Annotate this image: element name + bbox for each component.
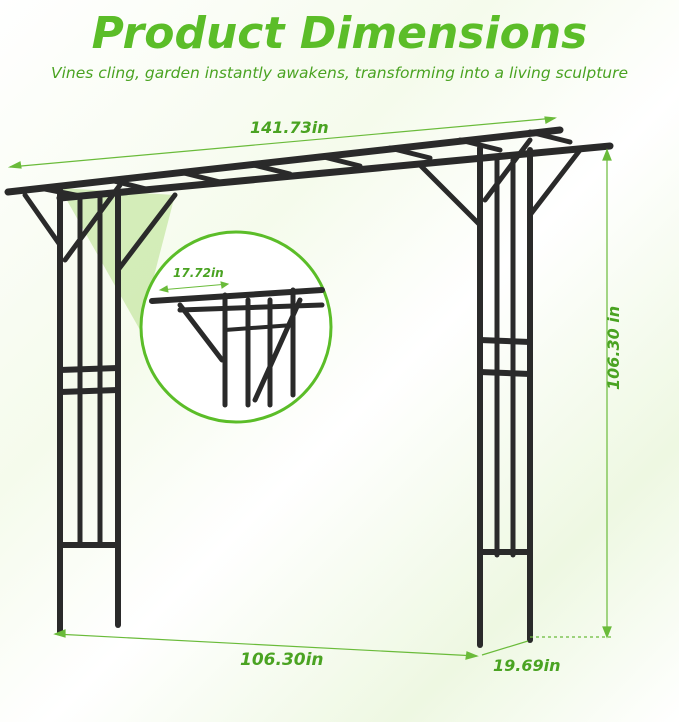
arch-frame bbox=[4, 126, 614, 648]
top-width-label: 17.72in bbox=[173, 266, 224, 280]
length-dimension-line bbox=[7, 116, 557, 169]
height-label: 106.30 in bbox=[604, 305, 623, 390]
length-label: 141.73in bbox=[250, 118, 329, 137]
zoom-detail bbox=[139, 230, 333, 424]
page-title: Product Dimensions bbox=[91, 8, 588, 59]
base-depth-label: 19.69in bbox=[493, 656, 561, 675]
page-subtitle: Vines cling, garden instantly awakens, t… bbox=[50, 64, 629, 82]
height-dimension-line bbox=[530, 148, 612, 639]
base-span-label: 106.30in bbox=[240, 650, 324, 670]
base-dimension-line bbox=[53, 629, 529, 660]
